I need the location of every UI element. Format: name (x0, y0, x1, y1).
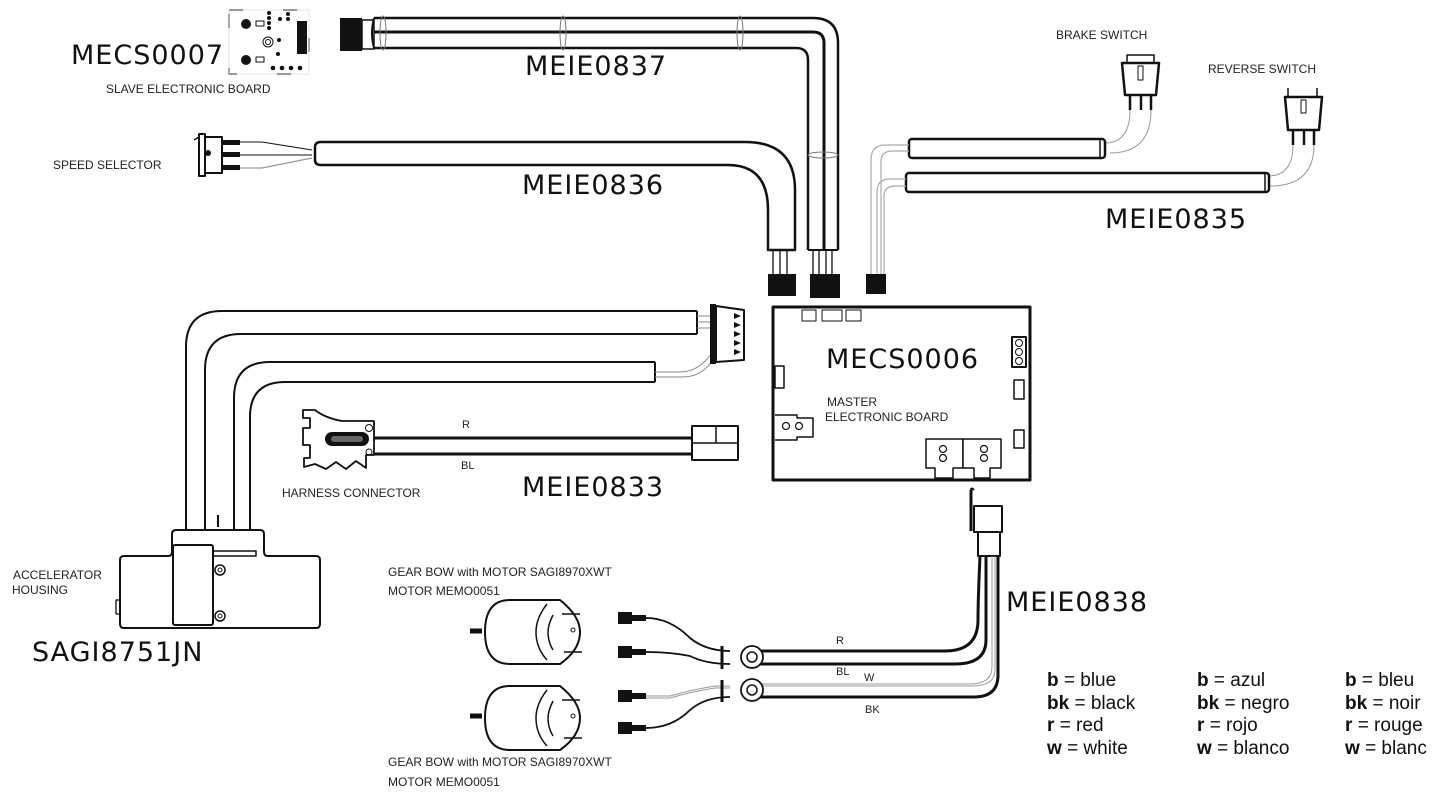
motor-bottom-label-line1: GEAR BOW with MOTOR SAGI8970XWT (388, 755, 612, 769)
speed-selector-drawing (193, 133, 313, 177)
harness-meie0835-code: MEIE0835 (1105, 204, 1248, 235)
harness-meie0837-drawing (340, 15, 840, 298)
slave-board-label: SLAVE ELECTRONIC BOARD (106, 82, 271, 96)
legend-english: b = blue bk = black r = red w = white (1047, 670, 1135, 760)
motor-bottom-label-line2: MOTOR MEMO0051 (388, 775, 500, 789)
harness-meie0837-code: MEIE0837 (525, 51, 668, 82)
harness-meie0836-drawing (313, 140, 797, 296)
motor-top-label-line1: GEAR BOW with MOTOR SAGI8970XWT (388, 565, 612, 579)
motor-top-drawing (470, 599, 582, 665)
harness-meie0833-code: MEIE0833 (522, 472, 665, 503)
harness-wire-bl-label: BL (461, 460, 475, 472)
legend-row: bk = black (1047, 692, 1136, 714)
legend-row: w = blanc (1345, 737, 1427, 759)
speed-selector-label: SPEED SELECTOR (53, 158, 162, 172)
harness-meie0836-code: MEIE0836 (522, 170, 665, 201)
motor-top-label-line2: MOTOR MEMO0051 (388, 584, 500, 598)
legend-row: b = blue (1047, 670, 1117, 691)
legend-row: b = bleu (1345, 670, 1415, 691)
wire-bl-label: BL (836, 666, 850, 678)
master-board-code: MECS0006 (826, 344, 980, 375)
master-board-drawing (771, 305, 1032, 482)
reverse-switch-label: REVERSE SWITCH (1208, 62, 1317, 76)
legend-spanish: b = azul bk = negro r = rojo w = blanco (1197, 670, 1289, 760)
slave-board-code: MECS0007 (71, 40, 225, 71)
harness-connector-label: HARNESS CONNECTOR (282, 486, 421, 500)
legend-row: r = rouge (1345, 715, 1423, 736)
harness-connector-drawing (302, 409, 739, 470)
accelerator-housing-drawing (115, 529, 321, 629)
legend-row: bk = noir (1345, 692, 1421, 714)
legend-row: bk = negro (1197, 692, 1290, 714)
harness-meie0838-code: MEIE0838 (1006, 587, 1149, 618)
reverse-switch-drawing (1267, 88, 1324, 187)
wire-r-label: R (836, 635, 844, 647)
legend-row: b = azul (1197, 670, 1266, 691)
master-board-label-line2: ELECTRONIC BOARD (825, 410, 949, 424)
legend-row: w = white (1047, 737, 1128, 759)
motor-wires-drawing (618, 612, 764, 734)
accelerator-code: SAGI8751JN (32, 637, 204, 668)
wire-w-label: W (864, 672, 875, 684)
accelerator-label-line1: ACCELERATOR (13, 568, 102, 582)
master-board-label-line1: MASTER (827, 395, 878, 409)
harness-meie0835-drawing (866, 137, 1271, 294)
wire-bk-label: BK (865, 704, 880, 716)
accelerator-label-line2: HOUSING (12, 583, 69, 597)
legend-row: r = red (1047, 715, 1104, 736)
slave-board-drawing (228, 9, 310, 75)
harness-wire-r-label: R (462, 419, 470, 431)
brake-switch-label: BRAKE SWITCH (1056, 28, 1148, 42)
motor-bottom-drawing (470, 685, 582, 751)
legend-row: r = rojo (1197, 715, 1258, 736)
harness-meie0838-drawing (760, 487, 1003, 699)
legend-row: w = blanco (1197, 737, 1290, 759)
accelerator-cables-drawing (185, 304, 745, 530)
brake-switch-drawing (1104, 54, 1161, 154)
legend-french: b = bleu bk = noir r = rouge w = blanc (1345, 670, 1427, 760)
